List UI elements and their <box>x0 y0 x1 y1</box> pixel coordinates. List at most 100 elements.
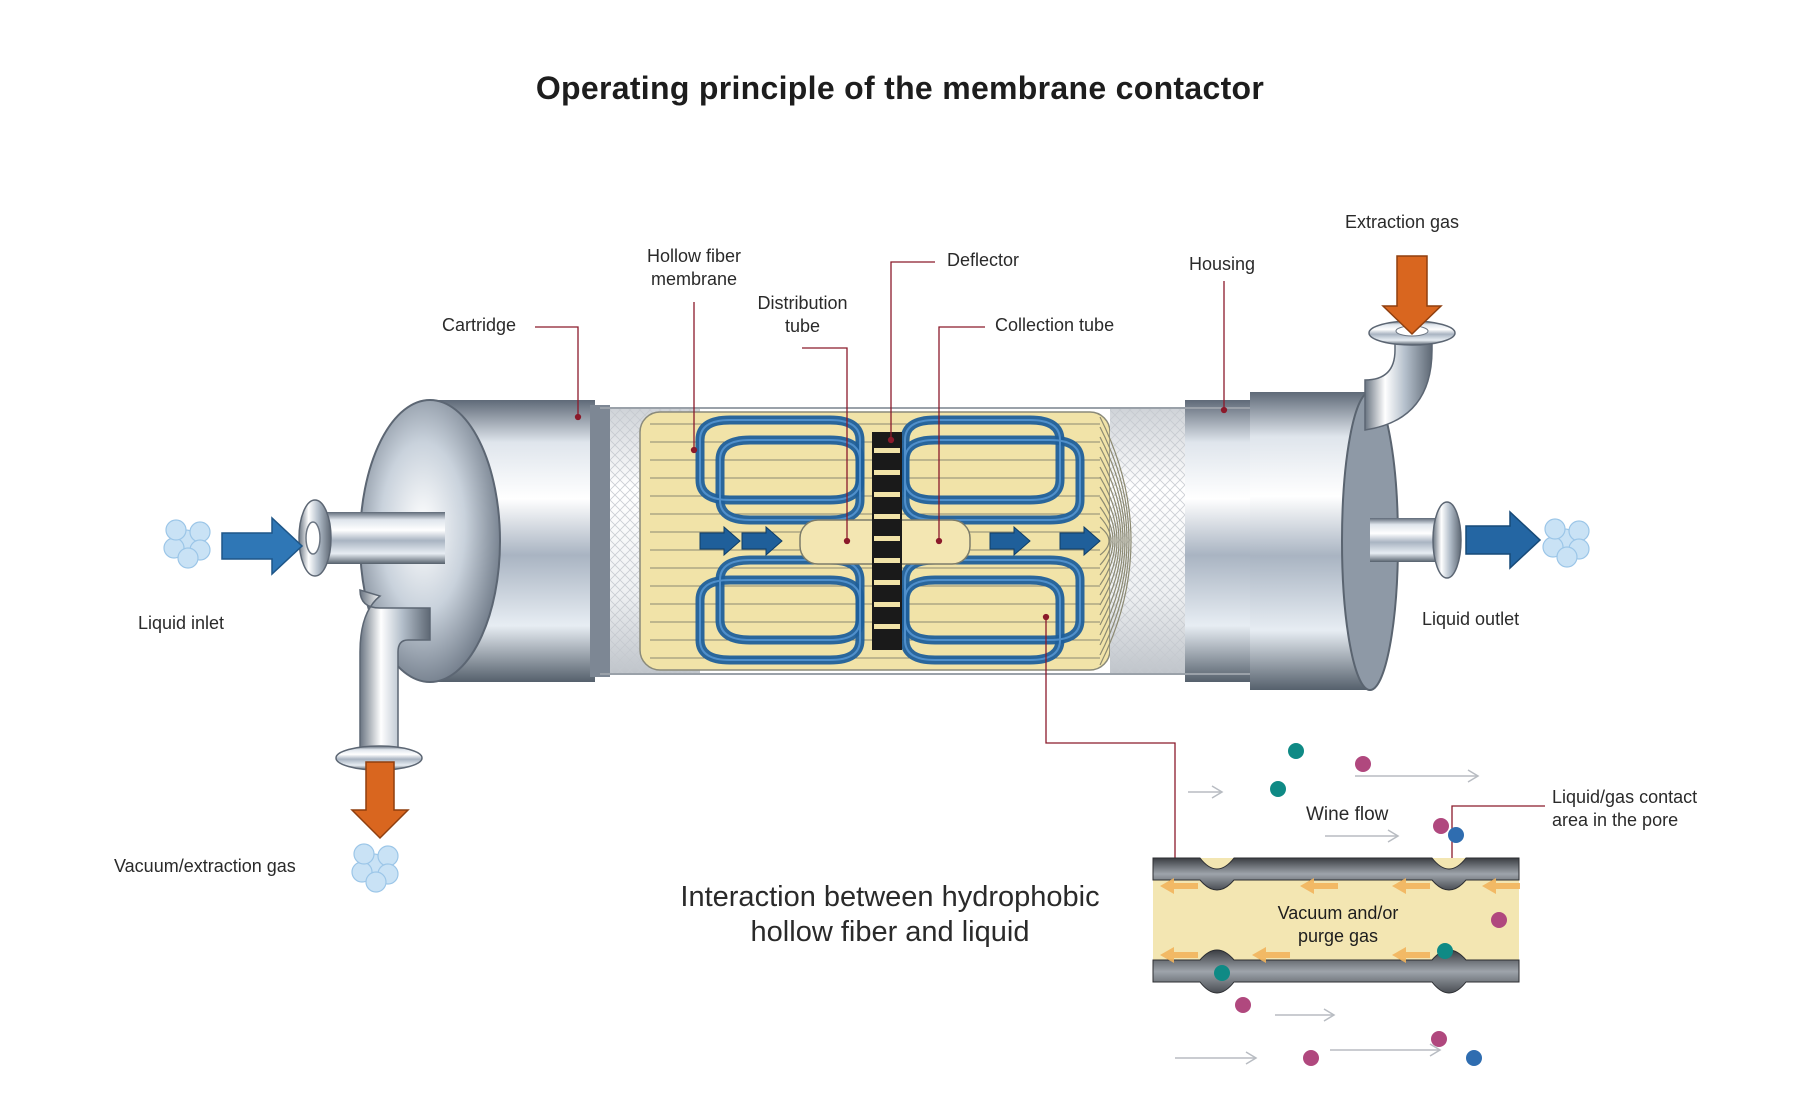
molecule <box>1466 1050 1482 1066</box>
label-housing: Housing <box>1189 254 1256 274</box>
molecule <box>1235 997 1251 1013</box>
gas-bubble <box>177 547 199 569</box>
molecule <box>1270 781 1286 797</box>
label-liquid-outlet: Liquid outlet <box>1422 609 1520 629</box>
label-contact-line2: area in the pore <box>1552 810 1679 830</box>
liquid-outlet-pipe <box>1370 501 1462 579</box>
label-contact-line1: Liquid/gas contact <box>1552 787 1698 807</box>
core-flow-arrow <box>741 525 783 557</box>
fiber-end-arc <box>1099 526 1110 556</box>
extraction-gas-pipe <box>1364 320 1456 431</box>
deflector-slit <box>874 602 900 607</box>
inset-gas-arrow <box>1300 878 1338 894</box>
molecule <box>1303 1050 1319 1066</box>
wine-flow-arrowhead <box>1323 1008 1336 1022</box>
deflector-slit <box>874 558 900 563</box>
diagram-title: Operating principle of the membrane cont… <box>535 70 1265 106</box>
core-flow-arrow <box>1059 525 1101 557</box>
fiber-loop-highlight <box>699 579 861 661</box>
deflector-slit <box>874 492 900 497</box>
molecules <box>1214 743 1507 1066</box>
gas-bubble-clusters <box>163 518 1590 893</box>
extraction-gas-arrow <box>1381 255 1443 336</box>
fiber-end-arc <box>1099 486 1118 596</box>
fiber-end-arc <box>1099 496 1116 586</box>
pore-inset <box>1152 743 1520 1066</box>
inset-gas-arrow <box>1482 878 1520 894</box>
molecule <box>1288 743 1304 759</box>
fiber-loop-highlight <box>904 419 1061 501</box>
gas-bubble <box>1556 546 1578 568</box>
deflector-slit <box>874 514 900 519</box>
label-distribution-line1: Distribution <box>757 293 848 313</box>
core-flow-arrow <box>699 525 741 557</box>
wine-flow-arrowhead <box>1211 785 1224 799</box>
liquid-outlet-arrow <box>1465 510 1542 570</box>
molecule <box>1431 1031 1447 1047</box>
deflector-slit <box>874 448 900 453</box>
fiber-end-arc <box>1099 446 1126 636</box>
liquid-inlet-pipe <box>298 499 445 577</box>
hollow-fiber-core <box>639 411 1111 671</box>
molecule <box>1437 943 1453 959</box>
wine-flow-arrows <box>1175 769 1480 1065</box>
inset-gas-arrows <box>1160 878 1520 963</box>
fiber-end-arc <box>1099 426 1130 656</box>
inset-subtitle-line2: hollow fiber and liquid <box>750 916 1030 948</box>
core-flow-arrows <box>699 525 1101 557</box>
molecule <box>1355 756 1371 772</box>
gas-bubble <box>189 521 211 543</box>
label-deflector: Deflector <box>947 250 1020 270</box>
wine-flow-arrowhead <box>1387 829 1400 843</box>
liquid-inlet-arrow <box>221 516 304 576</box>
deflector-slit <box>874 580 900 585</box>
leader-lines <box>535 261 1545 870</box>
fiber-end-arc <box>1099 516 1112 566</box>
label-hollow-fiber: Hollow fiber membrane <box>624 245 764 291</box>
deflector-slit <box>874 624 900 629</box>
inset-gas-arrow <box>1160 947 1198 963</box>
label-vacuum-line1: Vacuum and/or <box>1277 903 1399 923</box>
fiber-loop-highlight <box>904 439 1081 521</box>
core-flow-arrow <box>989 525 1031 557</box>
fiber-end-arc <box>1099 416 1132 666</box>
fiber-end-arc <box>1099 466 1122 616</box>
wine-flow-arrowhead <box>1429 1043 1442 1057</box>
gas-bubble <box>353 843 375 865</box>
gas-bubble <box>165 519 187 541</box>
label-distribution-line2: tube <box>784 316 821 336</box>
vacuum-gas-arrow <box>350 761 410 840</box>
label-distribution-tube: Distribution tube <box>740 292 865 338</box>
inset-subtitle-line1: Interaction between hydrophobic <box>680 881 1100 913</box>
label-collection-tube: Collection tube <box>995 315 1115 335</box>
gas-bubble <box>377 845 399 867</box>
label-contact-area: Liquid/gas contact area in the pore <box>1552 786 1697 832</box>
fiber-end-arc <box>1099 436 1128 646</box>
fiber-end-arc <box>1099 456 1124 626</box>
gas-bubble <box>365 871 387 893</box>
right-housing <box>1185 391 1399 691</box>
molecule <box>1491 912 1507 928</box>
label-hollow-fiber-line1: Hollow fiber <box>646 246 742 266</box>
deflector-slit <box>874 470 900 475</box>
inset-gas-arrow <box>1392 878 1430 894</box>
label-liquid-inlet: Liquid inlet <box>138 613 225 633</box>
label-vacuum-purge-gas: Vacuum and/or purge gas <box>1253 902 1423 948</box>
label-wine-flow: Wine flow <box>1306 804 1389 825</box>
label-extraction-gas: Extraction gas <box>1345 212 1460 232</box>
fiber-end-arc <box>1099 506 1114 576</box>
wine-flow-arrowhead <box>1245 1051 1258 1065</box>
deflector-slits <box>874 448 900 629</box>
gas-bubble <box>1544 518 1566 540</box>
molecule <box>1448 827 1464 843</box>
inset-subtitle: Interaction between hydrophobic hollow f… <box>640 880 1140 950</box>
inset-gas-arrow <box>1392 947 1430 963</box>
label-vacuum-extraction-gas: Vacuum/extraction gas <box>114 856 296 876</box>
fiber-end-arcs <box>1099 416 1132 666</box>
wine-flow-arrowhead <box>1467 769 1480 783</box>
fiber-loop-highlight <box>719 559 861 641</box>
molecule <box>1214 965 1230 981</box>
label-vacuum-line2: purge gas <box>1297 926 1379 946</box>
